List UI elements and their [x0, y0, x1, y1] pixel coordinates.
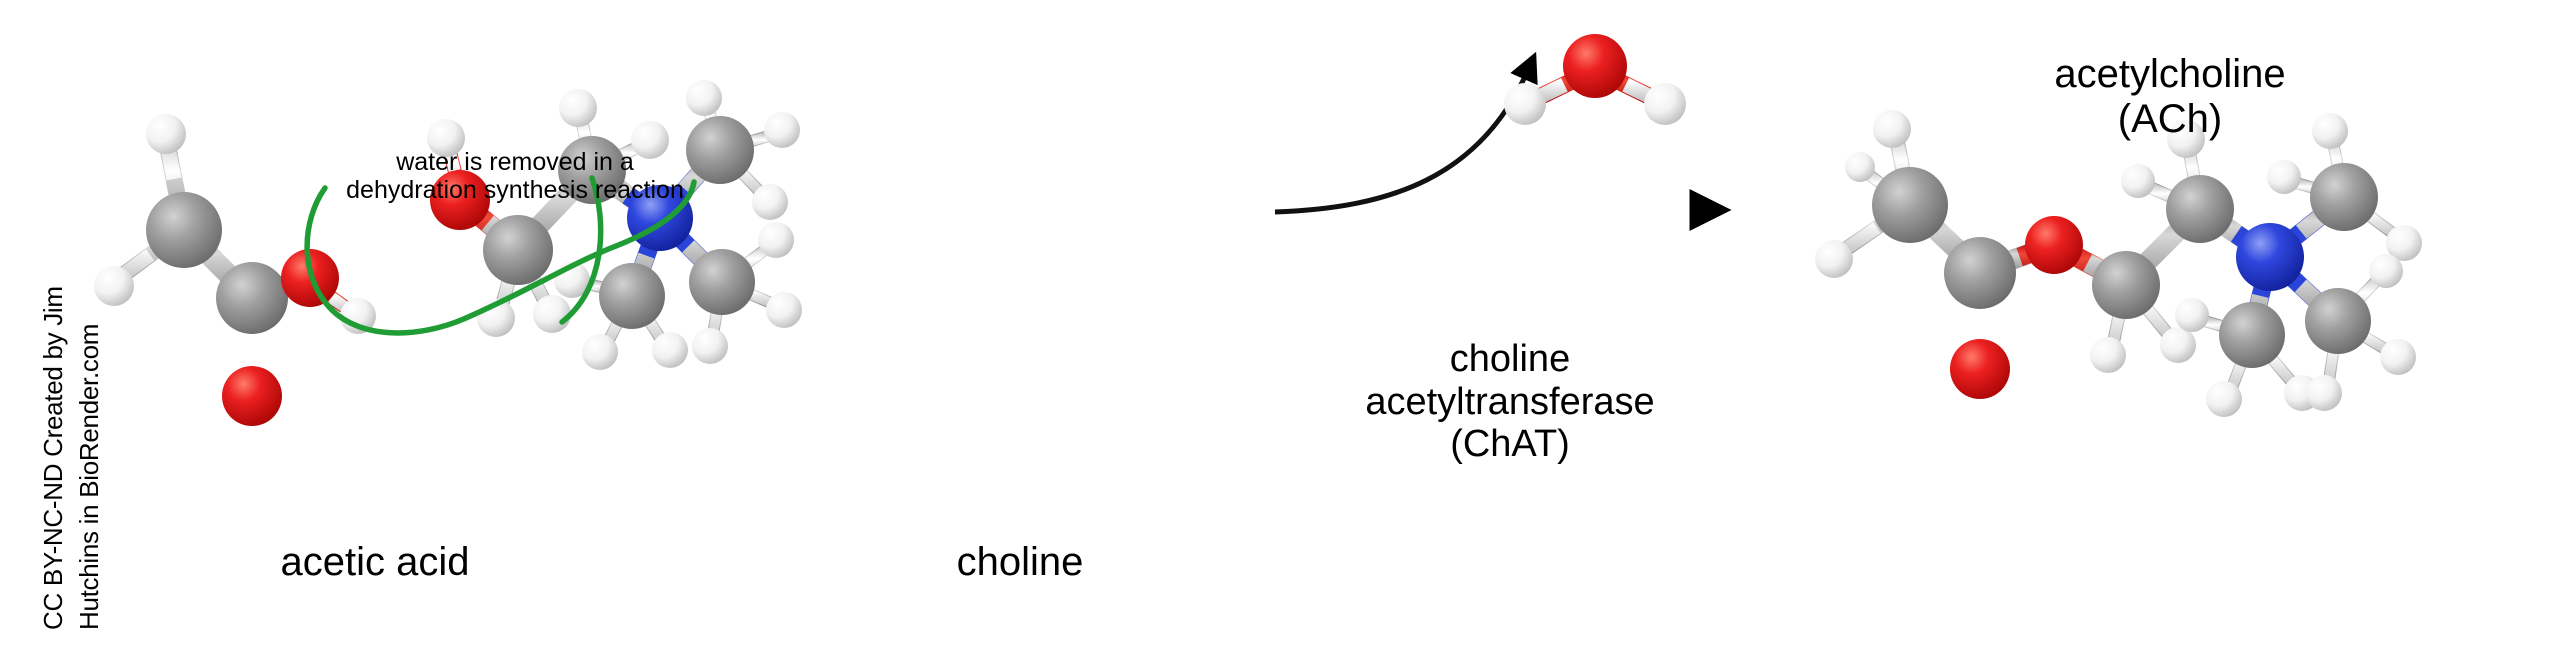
atom-hydrogen	[554, 262, 590, 298]
water-molecule	[1495, 18, 1695, 128]
atom-carbon	[483, 215, 553, 285]
atom-hydrogen	[2267, 160, 2301, 194]
atom-oxygen	[222, 366, 282, 426]
atom-carbon	[2310, 163, 2378, 231]
atom-carbon	[686, 116, 754, 184]
atom-hydrogen	[1504, 83, 1546, 125]
atom-hydrogen	[2312, 113, 2348, 149]
enzyme-line-1: choline	[1449, 338, 1571, 380]
atom-hydrogen	[559, 89, 597, 127]
atom-carbon	[2219, 302, 2285, 368]
annotation-text: water is removed in a dehydration synthe…	[346, 148, 684, 204]
atom-carbon	[1872, 167, 1948, 243]
label-acetylcholine: acetylcholine (ACh)	[2054, 52, 2285, 142]
atom-hydrogen	[686, 80, 722, 116]
atom-carbon	[146, 192, 222, 268]
atom-carbon	[599, 263, 665, 329]
attribution-line-2: Hutchins in BioRender.com	[74, 323, 104, 630]
atom-hydrogen	[764, 112, 800, 148]
atom-hydrogen	[533, 295, 571, 333]
atom-hydrogen	[2306, 375, 2342, 411]
annotation-line-1: water is removed in a	[396, 148, 634, 176]
acetylcholine-molecule	[1800, 105, 2560, 545]
atom-carbon	[1944, 237, 2016, 309]
green-curve-left	[304, 185, 619, 336]
atom-hydrogen	[582, 334, 618, 370]
atom-oxygen	[1950, 339, 2010, 399]
atom-hydrogen	[1815, 240, 1853, 278]
label-acetic-acid: acetic acid	[280, 540, 470, 584]
atom-hydrogen	[2386, 225, 2422, 261]
atom-hydrogen	[1873, 110, 1911, 148]
product-line-1: acetylcholine	[2054, 52, 2286, 96]
enzyme-line-3: (ChAT)	[1450, 423, 1570, 466]
atom-hydrogen	[1845, 152, 1875, 182]
annotation-line-2: dehydration synthesis reaction	[346, 176, 684, 204]
attribution-line-1: CC BY-NC-ND Created by Jim	[38, 286, 68, 630]
atom-hydrogen	[477, 299, 515, 337]
atom-hydrogen	[2090, 337, 2126, 373]
atom-carbon	[2305, 288, 2371, 354]
atom-hydrogen	[752, 184, 788, 220]
atom-nitrogen	[2236, 223, 2304, 291]
reaction-arrow-group	[1270, 51, 1800, 360]
atom-hydrogen	[766, 292, 802, 328]
atom-hydrogen	[652, 332, 688, 368]
atom-oxygen	[2025, 216, 2083, 274]
atom-hydrogen	[146, 114, 186, 154]
atom-hydrogen	[2121, 164, 2155, 198]
atom-hydrogen	[2175, 298, 2209, 332]
atom-hydrogen	[2380, 339, 2416, 375]
atom-hydrogen	[2369, 254, 2403, 288]
atom-hydrogen	[2284, 375, 2320, 411]
product-line-2: (ACh)	[2117, 96, 2223, 141]
attribution-block: CC BY-NC-ND Created by Jim Hutchins in B…	[0, 0, 120, 670]
atom-carbon	[2166, 175, 2234, 243]
atom-hydrogen	[1644, 83, 1686, 125]
atom-carbon	[216, 262, 288, 334]
atom-hydrogen	[340, 298, 376, 334]
atom-hydrogen	[758, 222, 794, 258]
atom-oxygen	[281, 249, 339, 307]
enzyme-line-2: acetyltransferase	[1365, 380, 1655, 423]
atom-hydrogen	[692, 328, 728, 364]
atom-hydrogen	[2206, 381, 2242, 417]
atom-carbon	[689, 249, 755, 315]
enzyme-label: choline acetyltransferase (ChAT)	[1365, 338, 1654, 466]
atom-oxygen	[1563, 34, 1627, 98]
label-choline: choline	[956, 540, 1084, 584]
atom-carbon	[2092, 251, 2160, 319]
water-byproduct-arrow	[1274, 51, 1538, 215]
atom-hydrogen	[2160, 327, 2196, 363]
dehydration-highlight-curves	[290, 175, 890, 380]
